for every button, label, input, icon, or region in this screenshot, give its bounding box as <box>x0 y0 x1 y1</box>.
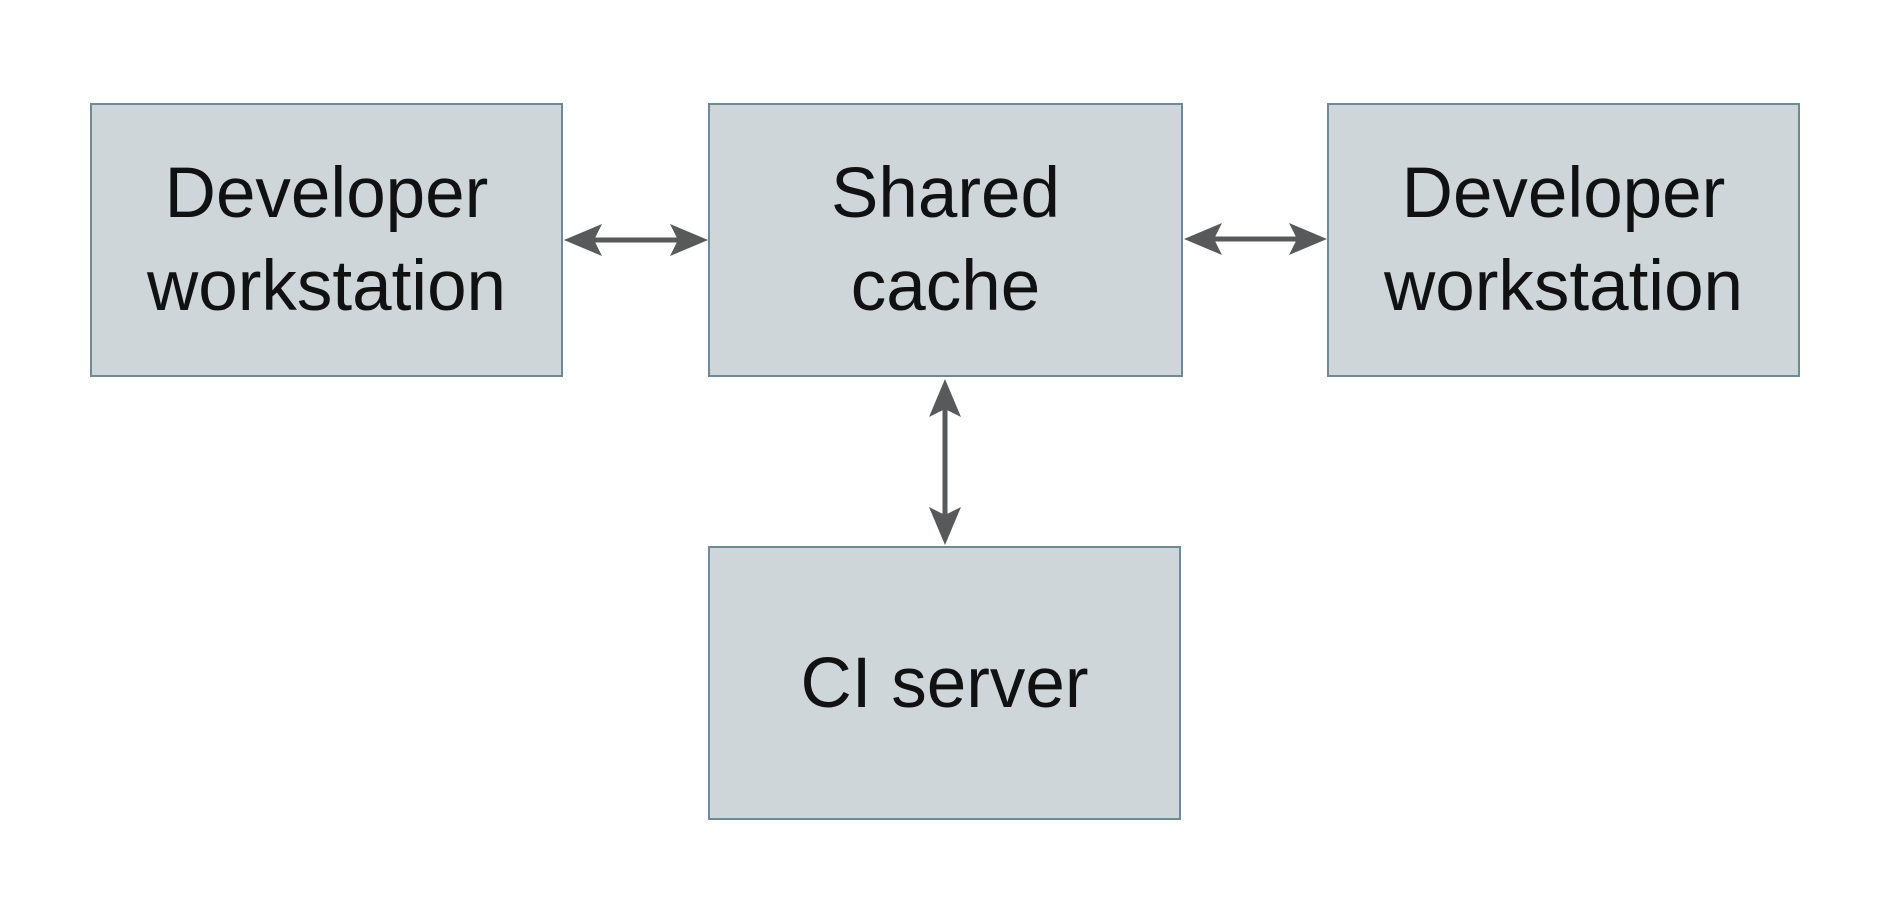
double-arrow-icon <box>564 224 708 256</box>
node-label-line: CI server <box>800 643 1089 723</box>
node-ci-server: CI server <box>708 546 1181 820</box>
node-label-line: Shared <box>831 154 1060 233</box>
node-shared-cache: Shared cache <box>708 103 1183 377</box>
double-arrow-icon <box>929 379 961 545</box>
double-arrow-icon <box>1184 223 1327 255</box>
node-label-line: workstation <box>146 247 507 326</box>
node-label-line: Developer <box>164 154 489 233</box>
node-label-line: cache <box>850 247 1041 326</box>
node-label-line: workstation <box>1383 247 1744 326</box>
node-developer-workstation-right: Developer workstation <box>1327 103 1800 377</box>
node-developer-workstation-left: Developer workstation <box>90 103 563 377</box>
node-label-line: Developer <box>1401 154 1726 233</box>
